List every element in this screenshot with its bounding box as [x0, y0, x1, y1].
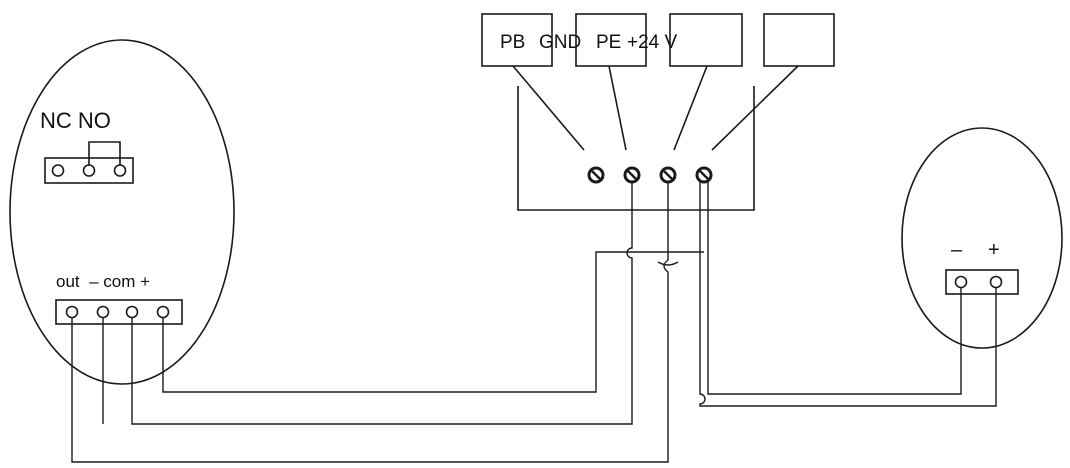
- terminal-screws: [587, 166, 713, 184]
- receiver-plus-label: +: [988, 239, 1000, 261]
- label-pb: PB: [500, 32, 525, 53]
- receiver-housing: [901, 127, 1063, 349]
- terminal-block-housing: [517, 86, 755, 211]
- receiver-connector: [945, 269, 1019, 295]
- jumper-bridge: [88, 141, 121, 165]
- wire-crossing-hop: [657, 261, 679, 266]
- leader-lines: [512, 65, 799, 151]
- label-box-4: [763, 13, 835, 67]
- label-box-2: [575, 13, 647, 67]
- label-pe: PE: [596, 32, 621, 53]
- sensor-terminals-label: out – com +: [56, 272, 150, 291]
- label-gnd: GND: [539, 32, 581, 53]
- wire-24v-return: [707, 182, 962, 395]
- wire-24v-to-receiver: [699, 182, 997, 407]
- wire-plus-to-bus: [162, 251, 704, 393]
- wire-com-to-gnd: [131, 182, 633, 425]
- screw-pb-icon: [587, 166, 605, 184]
- sensor-housing: [9, 39, 235, 385]
- label-box-1: [481, 13, 553, 67]
- screw-pe-icon: [659, 166, 677, 184]
- relay-connector: [44, 141, 134, 184]
- label-boxes: [481, 13, 835, 67]
- screw-gnd-icon: [623, 166, 641, 184]
- sensor-connector: [55, 299, 183, 325]
- label-box-3: [669, 13, 743, 67]
- screw-24v-icon: [695, 166, 713, 184]
- label-24v: +24 V: [627, 32, 678, 53]
- relay-label: NC NO: [40, 108, 111, 133]
- wire-out-to-pe: [71, 182, 669, 463]
- receiver-minus-label: –: [951, 239, 963, 261]
